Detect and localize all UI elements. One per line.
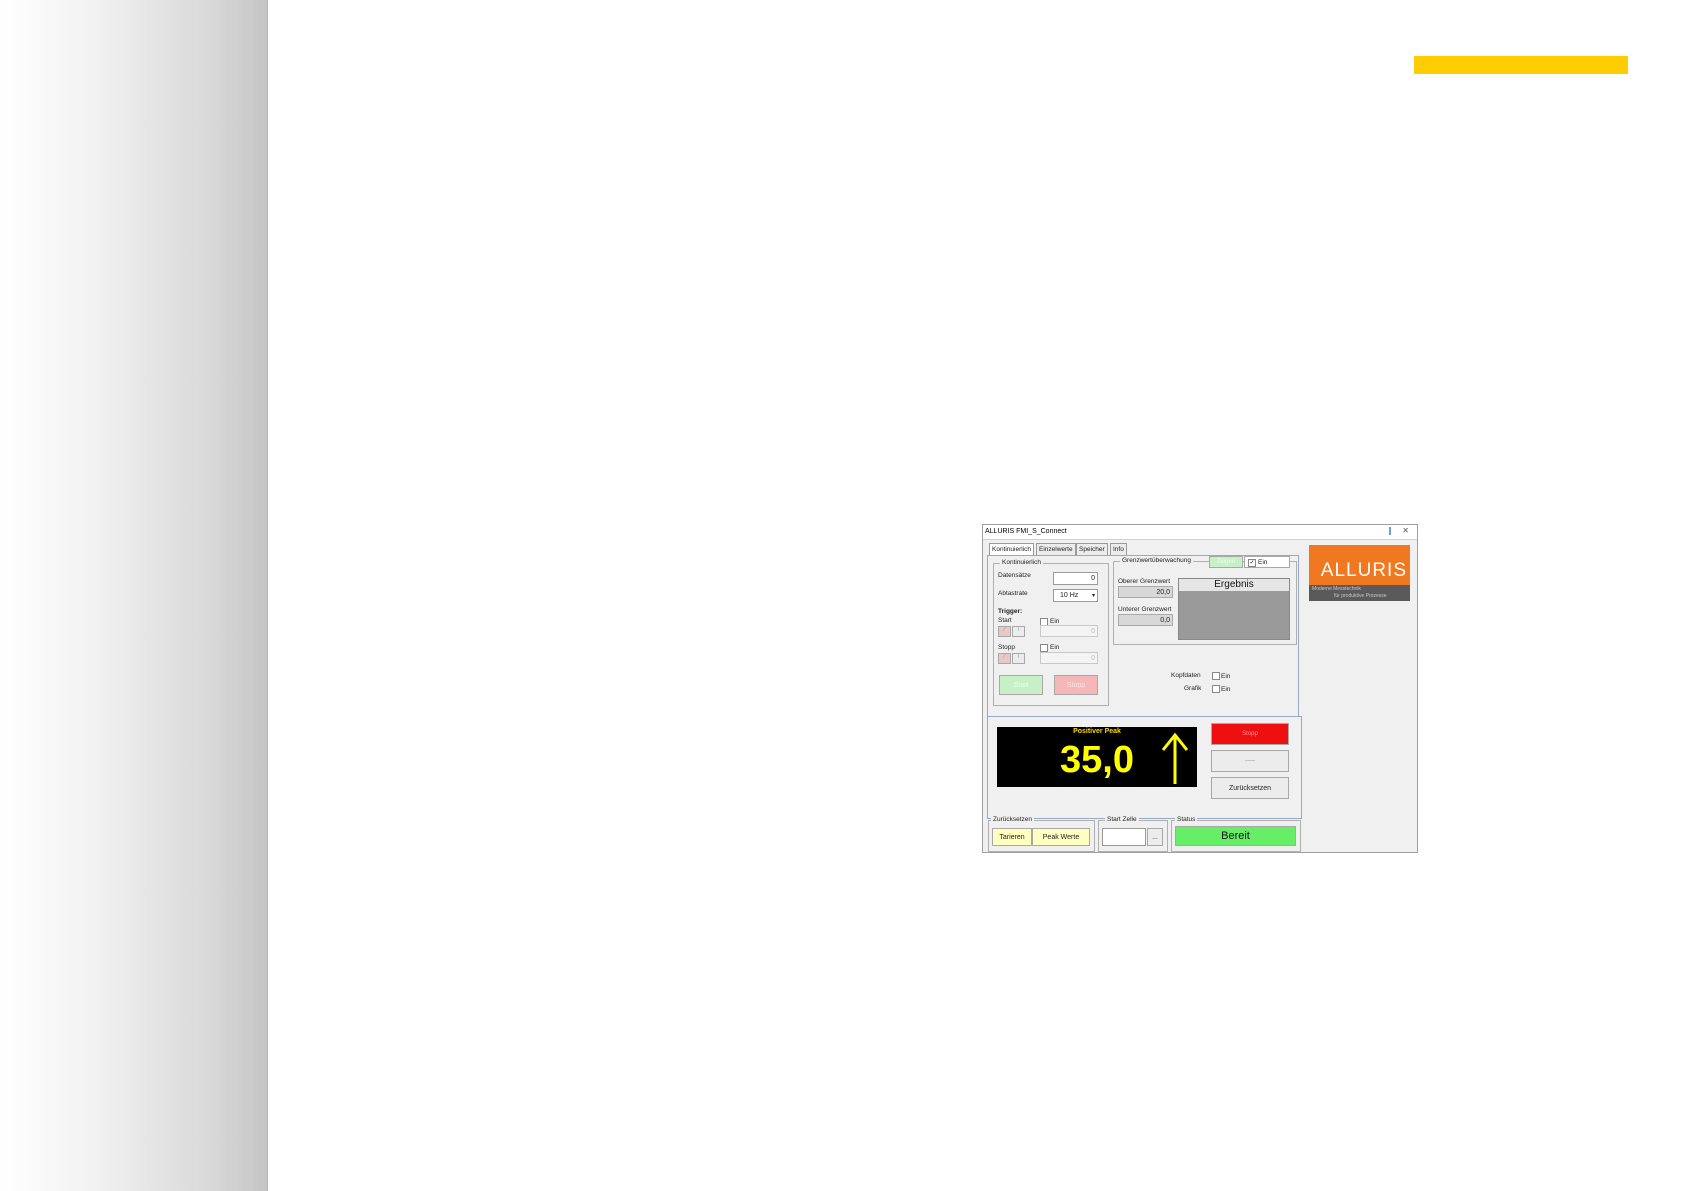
falling-edge-icon[interactable]: \ — [1012, 626, 1025, 637]
kopfdaten-ein: Ein — [1221, 673, 1231, 680]
datensaetze-label: Datensätze — [998, 572, 1031, 579]
zuruecksetzen-legend: Zurücksetzen — [991, 816, 1035, 823]
trigger-label: Trigger: — [998, 608, 1023, 615]
oberer-grenzwert-field[interactable]: 20,0 — [1118, 586, 1173, 598]
stopp-trigger-checkbox[interactable] — [1040, 644, 1048, 652]
alluris-logo: ALLURIS Moderne Messtechnik für produkti… — [1309, 545, 1410, 601]
accent-bar — [1414, 56, 1628, 74]
abtastrate-value: 10 Hz — [1060, 592, 1079, 599]
start-button[interactable]: Start — [999, 675, 1043, 695]
stopp-trigger-field[interactable]: 0 — [1040, 652, 1098, 664]
abtastrate-select[interactable]: 10 Hz ▾ — [1053, 589, 1098, 602]
tarieren-button[interactable]: Tarieren — [992, 828, 1032, 846]
abtastrate-label: Abtastrate — [998, 590, 1028, 597]
start-zelle-legend: Start Zelle — [1105, 816, 1139, 823]
stopp-trigger-label: Stopp — [998, 644, 1015, 651]
grafik-label: Grafik — [1184, 685, 1202, 692]
logo-tagline: Moderne Messtechnik für produktive Proze… — [1309, 585, 1410, 601]
start-zelle-group: Start Zelle ... — [1098, 816, 1168, 852]
close-icon[interactable]: ✕ — [1402, 526, 1409, 535]
kopfdaten-checkbox[interactable] — [1212, 672, 1220, 680]
app-window-screenshot: ALLURIS FMI_S_Connect ✕ Kontinuierlich E… — [982, 524, 1418, 853]
start-trigger-ein: Ein — [1050, 618, 1060, 625]
start-zelle-browse-button[interactable]: ... — [1147, 828, 1163, 846]
tab-kontinuierlich[interactable]: Kontinuierlich — [989, 543, 1035, 556]
logo-tagline-2: für produktive Prozesse — [1334, 593, 1387, 599]
tab-einzelwerte[interactable]: Einzelwerte — [1036, 543, 1076, 555]
window-title: ALLURIS FMI_S_Connect — [985, 528, 1067, 535]
kontinuierlich-group: Kontinuierlich Datensätze 0 Abtastrate 1… — [993, 559, 1109, 706]
grenzwert-legend: Grenzwertüberwachung — [1120, 557, 1194, 564]
grafik-checkbox[interactable] — [1212, 685, 1220, 693]
zeigen-button[interactable]: Zeigen — [1209, 556, 1243, 568]
up-arrow-icon — [1161, 732, 1189, 784]
logo-wordmark: ALLURIS — [1309, 545, 1410, 585]
peak-reset-button[interactable]: Zurücksetzen — [1211, 777, 1289, 799]
grenzwert-ein-checkbox[interactable]: ✓ — [1248, 559, 1256, 567]
peak-mode-button[interactable]: ----- — [1211, 750, 1289, 772]
grenzwert-ein-toggle[interactable]: ✓ Ein — [1244, 556, 1290, 568]
peak-panel: Positiver Peak 35,0 Stopp ----- Zurückse… — [987, 716, 1302, 819]
falling-edge-icon[interactable]: \ — [1012, 653, 1025, 664]
status-group: Status Bereit — [1171, 816, 1301, 852]
start-trigger-field[interactable]: 0 — [1040, 625, 1098, 637]
peak-werte-button[interactable]: Peak Werte — [1032, 828, 1090, 846]
rising-edge-icon[interactable]: ⁄ — [998, 626, 1011, 637]
kontinuierlich-legend: Kontinuierlich — [1000, 559, 1044, 566]
stop-button[interactable]: Stopp — [1054, 675, 1098, 695]
logo-tagline-1: Moderne Messtechnik — [1312, 586, 1361, 592]
tab-speicher[interactable]: Speicher — [1076, 543, 1108, 555]
minimize-icon[interactable] — [1389, 527, 1391, 535]
chevron-down-icon: ▾ — [1091, 593, 1095, 599]
rising-edge-icon[interactable]: ⁄ — [998, 653, 1011, 664]
kopfdaten-label: Kopfdaten — [1171, 672, 1201, 679]
ergebnis-box: Ergebnis — [1178, 578, 1290, 640]
datensaetze-field[interactable]: 0 — [1053, 572, 1098, 585]
start-zelle-field[interactable] — [1102, 828, 1146, 846]
tab-info[interactable]: Info — [1110, 543, 1127, 555]
status-badge: Bereit — [1175, 826, 1296, 846]
window-titlebar: ALLURIS FMI_S_Connect ✕ — [983, 525, 1417, 540]
unterer-grenzwert-label: Unterer Grenzwert — [1118, 606, 1172, 613]
grenzwert-ein-label: Ein — [1258, 559, 1268, 566]
peak-stop-button[interactable]: Stopp — [1211, 723, 1289, 745]
peak-display: Positiver Peak 35,0 — [997, 727, 1197, 787]
peak-title: Positiver Peak — [1073, 728, 1121, 735]
grenzwert-group: Grenzwertüberwachung Zeigen ✓ Ein Oberer… — [1113, 556, 1297, 645]
status-legend: Status — [1175, 816, 1198, 823]
left-sidebar-panel — [0, 0, 268, 1191]
peak-value: 35,0 — [1060, 739, 1134, 781]
ergebnis-title: Ergebnis — [1179, 579, 1289, 591]
start-trigger-label: Start — [998, 617, 1012, 624]
oberer-grenzwert-label: Oberer Grenzwert — [1118, 578, 1171, 585]
zuruecksetzen-group: Zurücksetzen Tarieren Peak Werte — [988, 816, 1095, 852]
unterer-grenzwert-field[interactable]: 0,0 — [1118, 614, 1173, 626]
grafik-ein: Ein — [1221, 686, 1231, 693]
stopp-trigger-ein: Ein — [1050, 644, 1060, 651]
tab-panel-kontinuierlich: Kontinuierlich Datensätze 0 Abtastrate 1… — [987, 555, 1299, 738]
